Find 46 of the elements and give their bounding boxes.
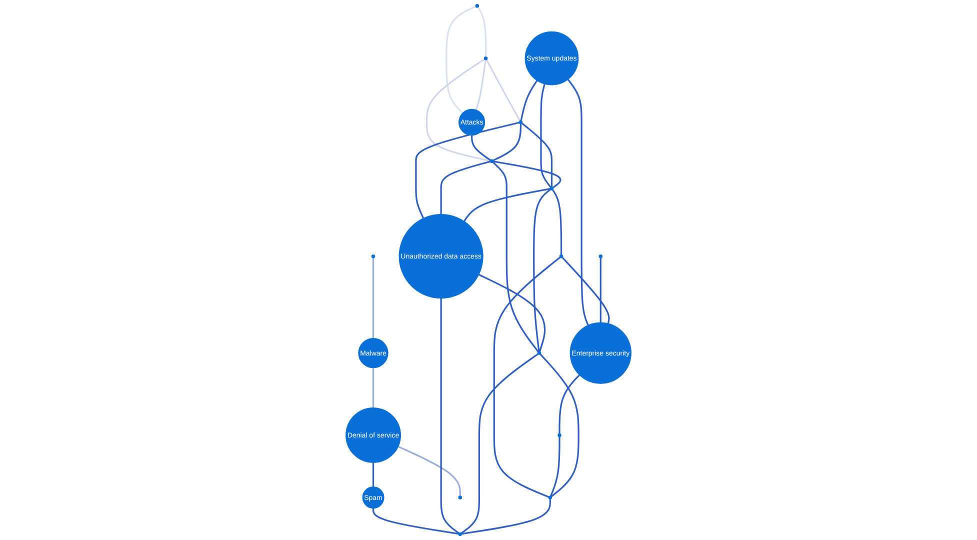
connector bbox=[492, 162, 539, 352]
connector bbox=[600, 258, 602, 322]
node-circle bbox=[518, 120, 523, 124]
connector bbox=[415, 122, 520, 219]
node-circle bbox=[598, 254, 603, 258]
connector bbox=[398, 446, 461, 496]
connector bbox=[486, 59, 521, 122]
connector bbox=[540, 84, 552, 188]
connector bbox=[462, 499, 551, 535]
connector bbox=[533, 188, 551, 352]
node-circle bbox=[475, 4, 480, 8]
connector bbox=[493, 256, 561, 498]
connector bbox=[471, 135, 491, 161]
node-circle bbox=[371, 254, 376, 258]
node-circle bbox=[458, 496, 462, 500]
connector bbox=[552, 189, 562, 255]
connector bbox=[521, 122, 553, 187]
connector bbox=[426, 58, 490, 162]
connector bbox=[562, 256, 610, 324]
connector bbox=[475, 60, 486, 110]
connector bbox=[477, 6, 487, 57]
node-circle bbox=[490, 159, 494, 163]
connector bbox=[372, 368, 374, 408]
node-circle bbox=[550, 186, 554, 190]
connector bbox=[372, 508, 459, 535]
node-circle bbox=[559, 254, 564, 258]
connector bbox=[464, 188, 550, 222]
connector bbox=[440, 160, 490, 214]
connector bbox=[440, 298, 460, 534]
node-circle bbox=[548, 496, 552, 500]
connector bbox=[567, 79, 589, 326]
node-circle bbox=[458, 532, 462, 536]
connector bbox=[372, 462, 374, 487]
connector bbox=[446, 6, 476, 114]
node-circle bbox=[484, 56, 488, 60]
connector bbox=[550, 436, 560, 496]
connector bbox=[492, 124, 522, 162]
connector bbox=[540, 354, 580, 498]
connector bbox=[372, 258, 374, 338]
node-circle bbox=[537, 351, 542, 355]
node-circle bbox=[558, 433, 562, 438]
connector bbox=[558, 374, 580, 434]
connector bbox=[493, 160, 562, 188]
connector bbox=[520, 80, 538, 121]
connector bbox=[460, 353, 538, 534]
connector bbox=[478, 274, 546, 352]
